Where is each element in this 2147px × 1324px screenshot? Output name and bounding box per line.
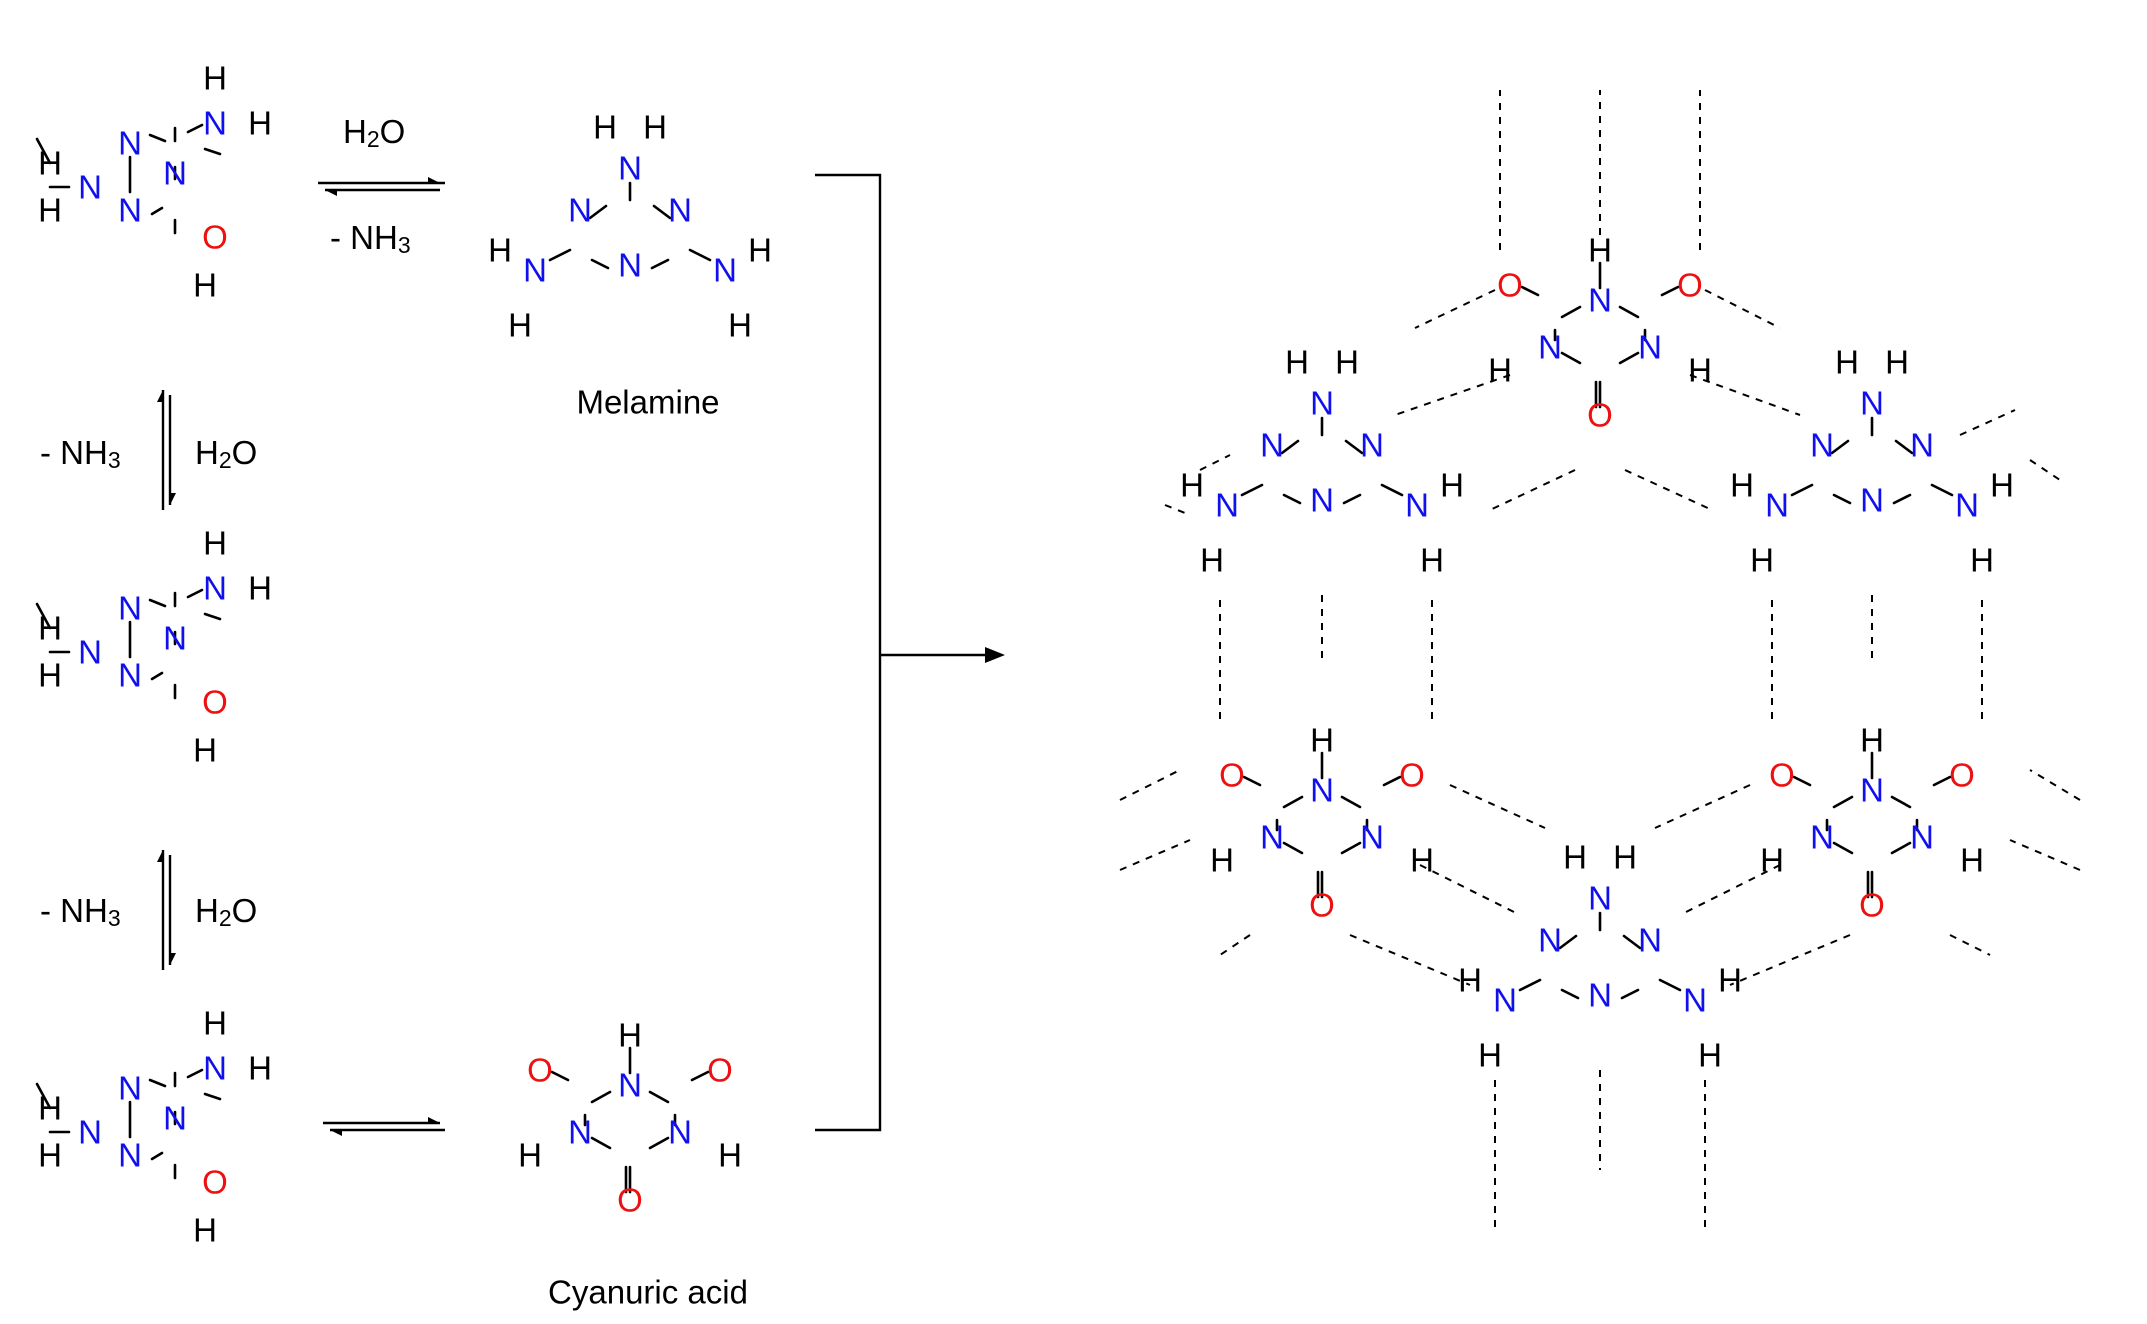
melamine-structure — [486, 107, 774, 345]
network-melamine-left — [1178, 342, 1466, 580]
network-melamine-bottom — [1456, 837, 1744, 1075]
network-cyanuric-left — [1208, 720, 1436, 925]
ammeline-structure — [35, 58, 274, 305]
water-condition-mid: H2O — [195, 434, 257, 474]
network-cyanuric-right — [1758, 720, 1986, 925]
equilibrium-arrow-bottom — [323, 1117, 445, 1136]
water-condition-top: H2O — [343, 113, 405, 153]
cyanuric-acid-label: Cyanuric acid — [548, 1274, 748, 1311]
equilibrium-arrow-top — [318, 177, 445, 196]
equilibrium-arrow-lower — [157, 850, 176, 970]
cyanuric-acid-structure — [516, 1015, 744, 1220]
ammelide-structure — [35, 523, 274, 770]
melamine-label: Melamine — [576, 384, 719, 421]
ammonia-condition-lower: - NH3 — [40, 892, 121, 932]
network-cyanuric-top — [1486, 230, 1714, 435]
ammonia-condition-mid: - NH3 — [40, 434, 121, 474]
hydrogen-bond-network — [1119, 90, 2081, 1230]
ammonia-condition-top: - NH3 — [330, 219, 411, 259]
water-condition-lower: H2O — [195, 892, 257, 932]
equilibrium-arrow-mid — [157, 390, 176, 510]
network-melamine-right — [1728, 342, 2016, 580]
combine-reaction-arrow — [815, 173, 1005, 1132]
hydroxy-triazine-structure — [35, 1003, 274, 1250]
